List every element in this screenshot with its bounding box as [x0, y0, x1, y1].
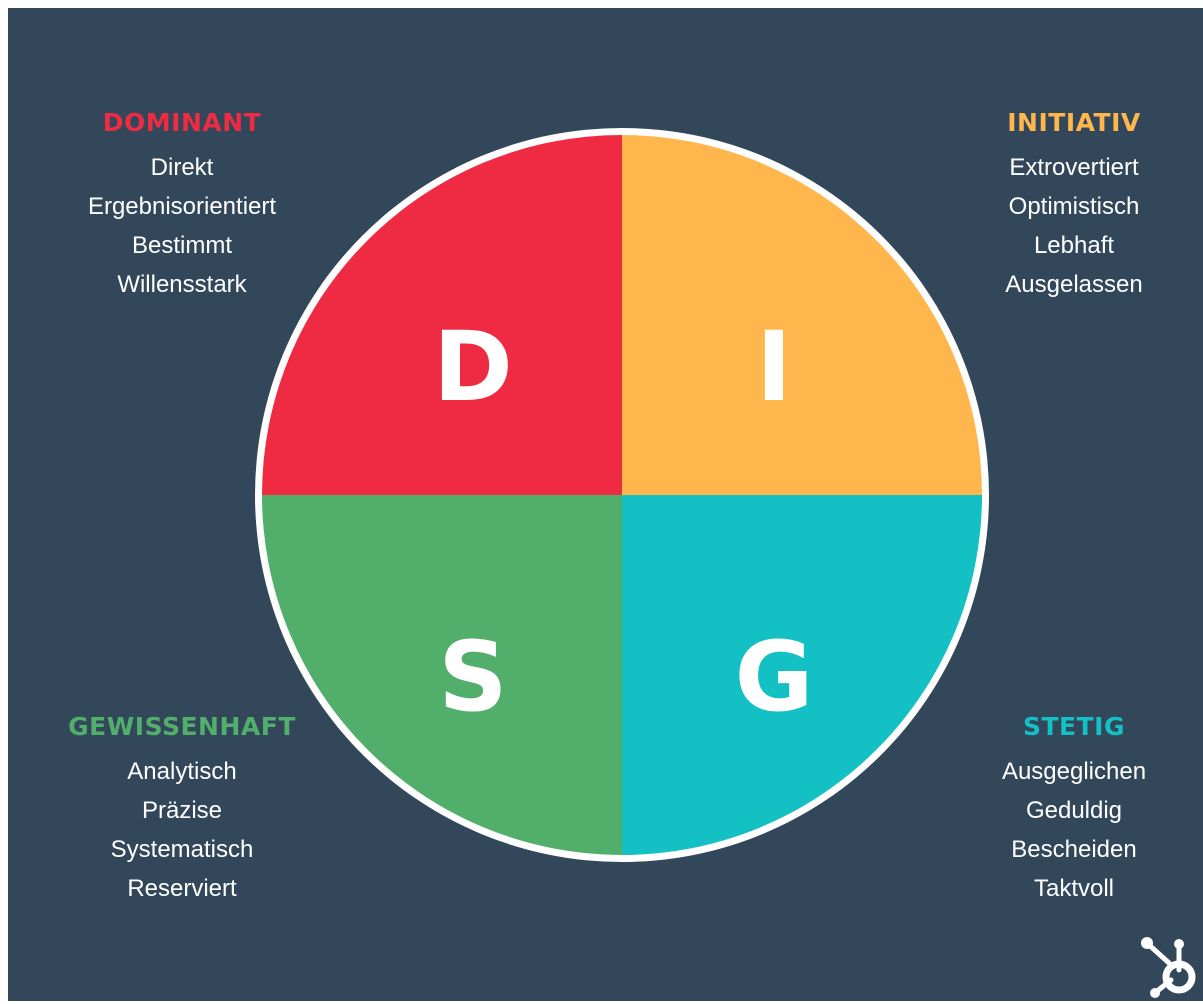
trait-item: Geduldig — [1025, 797, 1123, 824]
trait-item: Präzise — [141, 797, 223, 824]
trait-item: Ausgeglichen — [1001, 758, 1147, 785]
quadrant-label-d: D — [433, 311, 513, 423]
quadrant-dominant — [262, 135, 622, 495]
quadrant-conscientious — [262, 495, 622, 855]
trait-item: Systematisch — [110, 836, 254, 863]
group-heading-steady: STETIG — [1022, 712, 1125, 741]
group-heading-initiative: INITIATIV — [1007, 108, 1141, 137]
group-initiative: INITIATIV Extrovertiert Optimistisch Leb… — [924, 108, 1203, 304]
trait-item: Extrovertiert — [1009, 154, 1139, 181]
group-steady: STETIG Ausgeglichen Geduldig Bescheiden … — [924, 712, 1203, 908]
trait-item: Direkt — [150, 154, 214, 181]
disc-panel: D I S G DOMINANT Direkt Ergebnisorientie… — [8, 8, 1203, 1001]
trait-item: Ergebnisorientiert — [87, 193, 277, 220]
quadrant-label-i: I — [756, 311, 792, 423]
quadrant-label-g: G — [735, 621, 814, 733]
disc-wheel: D I S G — [255, 128, 989, 862]
trait-item: Optimistisch — [1008, 193, 1140, 220]
trait-item: Ausgelassen — [1005, 271, 1143, 298]
trait-item: Reserviert — [127, 875, 237, 902]
quadrant-initiative — [622, 135, 982, 495]
quadrant-steady — [622, 495, 982, 855]
trait-item: Willensstark — [117, 271, 247, 298]
hubspot-sprocket-icon — [1141, 937, 1196, 998]
group-dominant: DOMINANT Direkt Ergebnisorientiert Besti… — [32, 108, 332, 304]
trait-item: Bestimmt — [131, 232, 232, 259]
group-heading-dominant: DOMINANT — [102, 108, 262, 137]
trait-item: Lebhaft — [1033, 232, 1115, 259]
trait-item: Analytisch — [127, 758, 237, 785]
quadrant-label-s: S — [438, 621, 507, 733]
group-conscientious: GEWISSENHAFT Analytisch Präzise Systemat… — [32, 712, 332, 908]
trait-item: Bescheiden — [1011, 836, 1137, 863]
trait-item: Taktvoll — [1033, 875, 1115, 902]
group-heading-conscientious: GEWISSENHAFT — [68, 712, 296, 741]
